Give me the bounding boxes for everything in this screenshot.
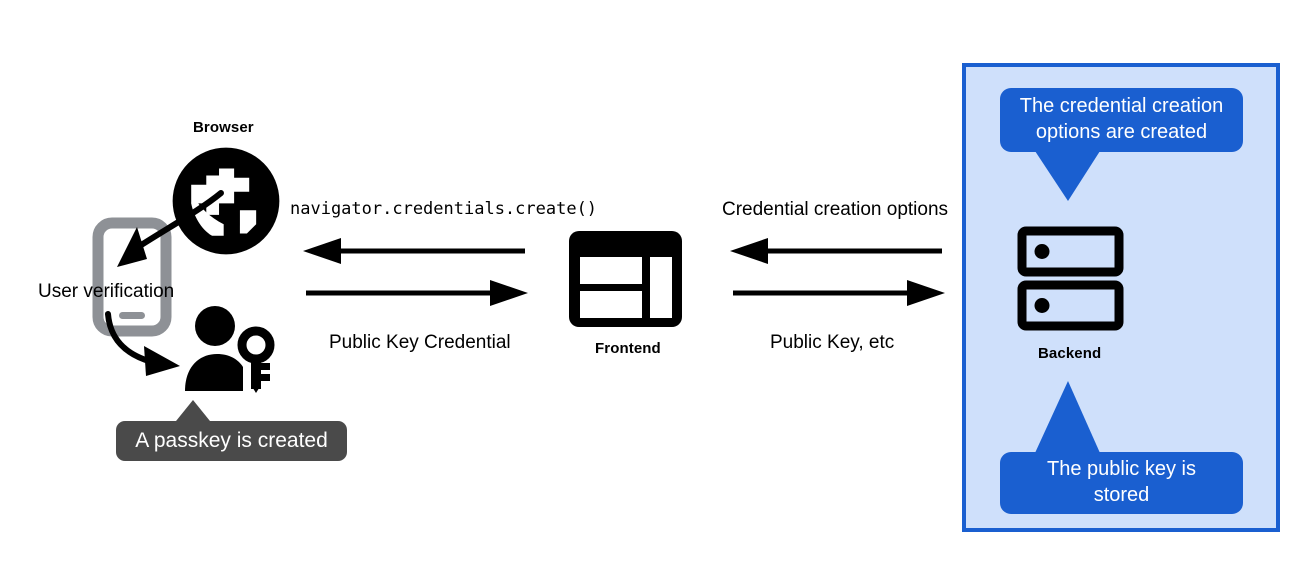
arrow-browser-to-phone xyxy=(95,185,230,280)
passkey-created-tooltip: A passkey is created xyxy=(116,421,347,461)
arrow-frontend-to-backend xyxy=(730,280,945,306)
arrow-phone-to-user xyxy=(100,310,215,390)
tooltip-pointer xyxy=(172,400,214,426)
callout-top-pointer xyxy=(1035,151,1100,201)
public-key-credential-label: Public Key Credential xyxy=(329,332,511,353)
callout-line-2: options are created xyxy=(1035,121,1208,143)
arrow-frontend-to-browser xyxy=(303,238,528,264)
mobile-phone-icon xyxy=(92,217,172,337)
callout-line-1: The credential creation xyxy=(1019,95,1224,118)
backend-label: Backend xyxy=(1038,345,1102,362)
arrow-backend-to-frontend xyxy=(730,238,945,264)
callout-line-1: The public key is xyxy=(1047,458,1196,481)
server-stack-icon xyxy=(1017,226,1124,333)
credential-creation-options-label: Credential creation options xyxy=(722,199,949,220)
arrow-browser-to-frontend xyxy=(303,280,528,306)
callout-public-key-stored: The public key is stored xyxy=(1000,452,1243,514)
frontend-label: Frontend xyxy=(595,340,661,357)
callout-credential-options-created: The credential creation options are crea… xyxy=(1000,88,1243,152)
navigator-credentials-create-label: navigator.credentials.create() xyxy=(290,199,598,219)
callout-line-2: stored xyxy=(1093,484,1150,506)
user-with-key-icon xyxy=(183,305,283,393)
callout-bottom-pointer xyxy=(1035,381,1100,453)
browser-window-icon xyxy=(569,231,682,327)
public-key-etc-label: Public Key, etc xyxy=(770,332,895,353)
browser-label: Browser xyxy=(193,119,254,136)
user-verification-label: User verification xyxy=(38,281,175,302)
